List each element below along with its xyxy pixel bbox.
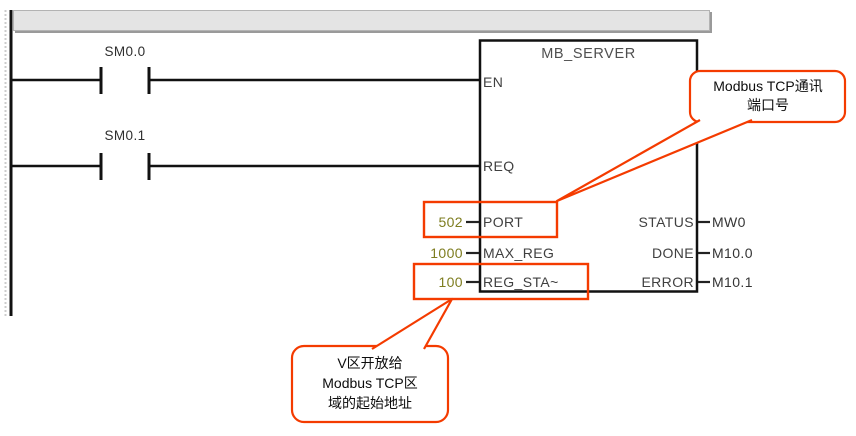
pin-req: REQ [483,158,515,174]
error-operand[interactable]: M10.1 [712,274,753,290]
pin-reg-start: REG_STA~ [483,274,559,290]
pin-en: EN [483,74,504,90]
network-header-bar[interactable] [13,10,710,31]
no-contact-1[interactable] [99,67,151,94]
input-pin-ticks [466,220,479,284]
reg-start-value[interactable]: 100 [438,274,463,290]
pin-max-reg: MAX_REG [483,245,555,261]
status-operand[interactable]: MW0 [712,214,746,230]
no-contact-2[interactable] [99,153,151,180]
pin-error: ERROR [641,274,694,290]
reg-start-callout-line-3: 域的起始地址 [328,395,412,411]
reg-start-callout-text: V区开放给 Modbus TCP区 域的起始地址 [292,353,448,413]
port-value[interactable]: 502 [438,214,463,230]
reg-start-callout-line-2: Modbus TCP区 [322,375,418,391]
port-callout-line-1: Modbus TCP通讯 [713,78,823,94]
max-reg-value[interactable]: 1000 [430,245,463,261]
port-callout-bubble [555,69,847,203]
pin-done: DONE [651,245,694,261]
highlight-box-port [422,200,559,239]
done-operand[interactable]: M10.0 [712,245,753,261]
reg-start-callout-line-1: V区开放给 [337,355,403,371]
reg-start-callout-bubble [290,297,454,424]
pin-port: PORT [483,214,524,230]
contact-2-operand[interactable]: SM0.1 [104,128,146,143]
contact-1-operand[interactable]: SM0.0 [104,44,146,59]
function-block-title: MB_SERVER [541,46,636,62]
output-pin-ticks [698,220,710,284]
pin-status: STATUS [638,214,694,230]
highlight-box-reg-start [412,262,590,301]
port-callout-line-2: 端口号 [747,97,789,113]
port-callout-text: Modbus TCP通讯 端口号 [690,77,846,115]
